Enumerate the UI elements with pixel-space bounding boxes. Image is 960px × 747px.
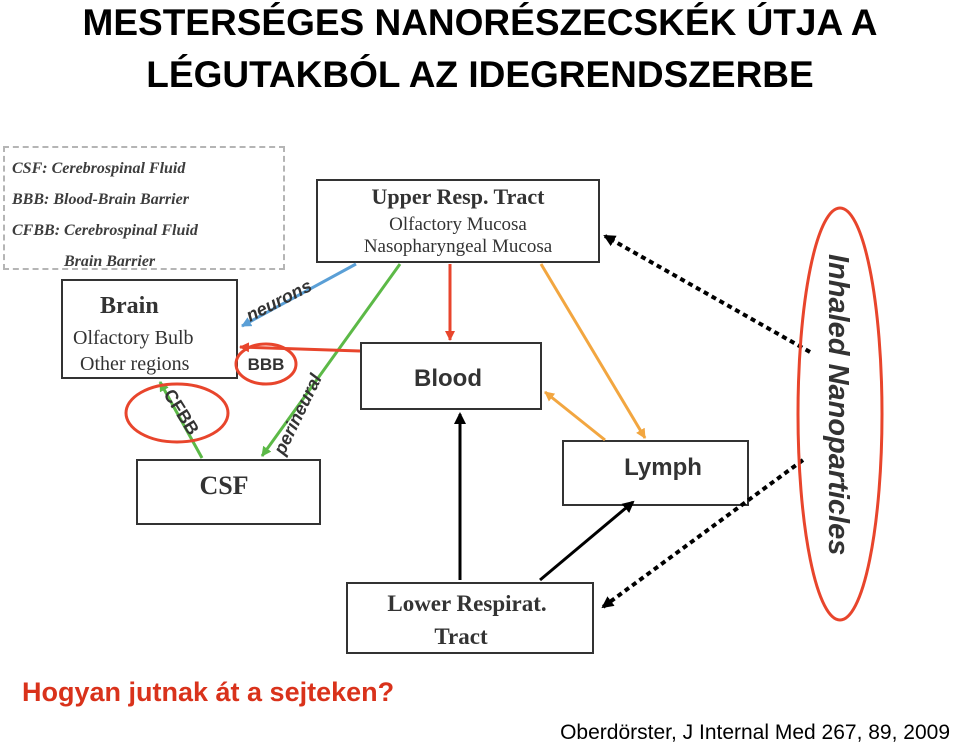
upper-resp-tract-title: Upper Resp. Tract xyxy=(372,184,546,209)
cfbb-highlight-ellipse xyxy=(124,382,230,444)
lymph-box: Lymph xyxy=(562,440,749,506)
csf-box: CSF xyxy=(136,459,321,525)
dotted-arrow-to-upper-tract xyxy=(603,234,811,354)
arrow-lymph-to-blood xyxy=(544,390,606,442)
legend-item-csf: CSF: Cerebrospinal Fluid xyxy=(12,160,186,177)
upper-resp-tract-line-1: Olfactory Mucosa xyxy=(389,214,527,235)
upper-resp-tract-box: Upper Resp. Tract Olfactory Mucosa Nasop… xyxy=(316,179,600,263)
lower-respiratory-tract-box: Lower Respirat. Tract xyxy=(346,582,594,654)
label-bbb: BBB xyxy=(248,355,285,374)
label-neurons: neurons xyxy=(243,276,315,326)
abbreviation-legend: CSF: Cerebrospinal Fluid BBB: Blood-Brai… xyxy=(3,146,285,270)
lower-respiratory-tract-line-1: Lower Respirat. xyxy=(387,591,546,616)
arrow-upper-to-lymph xyxy=(539,263,647,439)
csf-title: CSF xyxy=(199,471,248,500)
label-cfbb: CFBB xyxy=(160,386,203,439)
lymph-title: Lymph xyxy=(624,454,702,481)
page-title-line-2: LÉGUTAKBÓL AZ IDEGRENDSZERBE xyxy=(146,54,814,95)
arrow-csf-to-brain xyxy=(158,381,204,459)
arrow-lower-to-lymph xyxy=(539,500,635,582)
inhaled-nanoparticles-ellipse xyxy=(796,206,884,622)
question-text: Hogyan jutnak át a sejteken? xyxy=(22,677,395,707)
legend-item-cfbb-continued: Brain Barrier xyxy=(64,253,156,270)
legend-item-bbb: BBB: Blood-Brain Barrier xyxy=(12,191,189,208)
brain-title: Brain xyxy=(100,293,159,319)
citation-text: Oberdörster, J Internal Med 267, 89, 200… xyxy=(560,721,950,744)
blood-title: Blood xyxy=(414,365,482,392)
page-title-line-1: MESTERSÉGES NANORÉSZECSKÉK ÚTJA A xyxy=(82,2,878,43)
bbb-highlight-ellipse xyxy=(234,342,298,386)
arrow-neurons-to-brain xyxy=(241,262,357,328)
legend-item-cfbb: CFBB: Cerebrospinal Fluid xyxy=(12,222,198,239)
arrow-blood-to-brain xyxy=(239,342,361,353)
brain-line-1: Olfactory Bulb xyxy=(73,327,194,349)
brain-box: Brain Olfactory Bulb Other regions xyxy=(61,279,238,379)
blood-box: Blood xyxy=(360,342,542,410)
brain-line-2: Other regions xyxy=(80,353,190,375)
upper-resp-tract-line-2: Nasopharyngeal Mucosa xyxy=(364,236,553,257)
lower-respiratory-tract-line-2: Tract xyxy=(434,624,488,649)
inhaled-nanoparticles-label: Inhaled Nanoparticles xyxy=(822,254,854,555)
arrow-perineural-to-csf xyxy=(260,263,402,457)
